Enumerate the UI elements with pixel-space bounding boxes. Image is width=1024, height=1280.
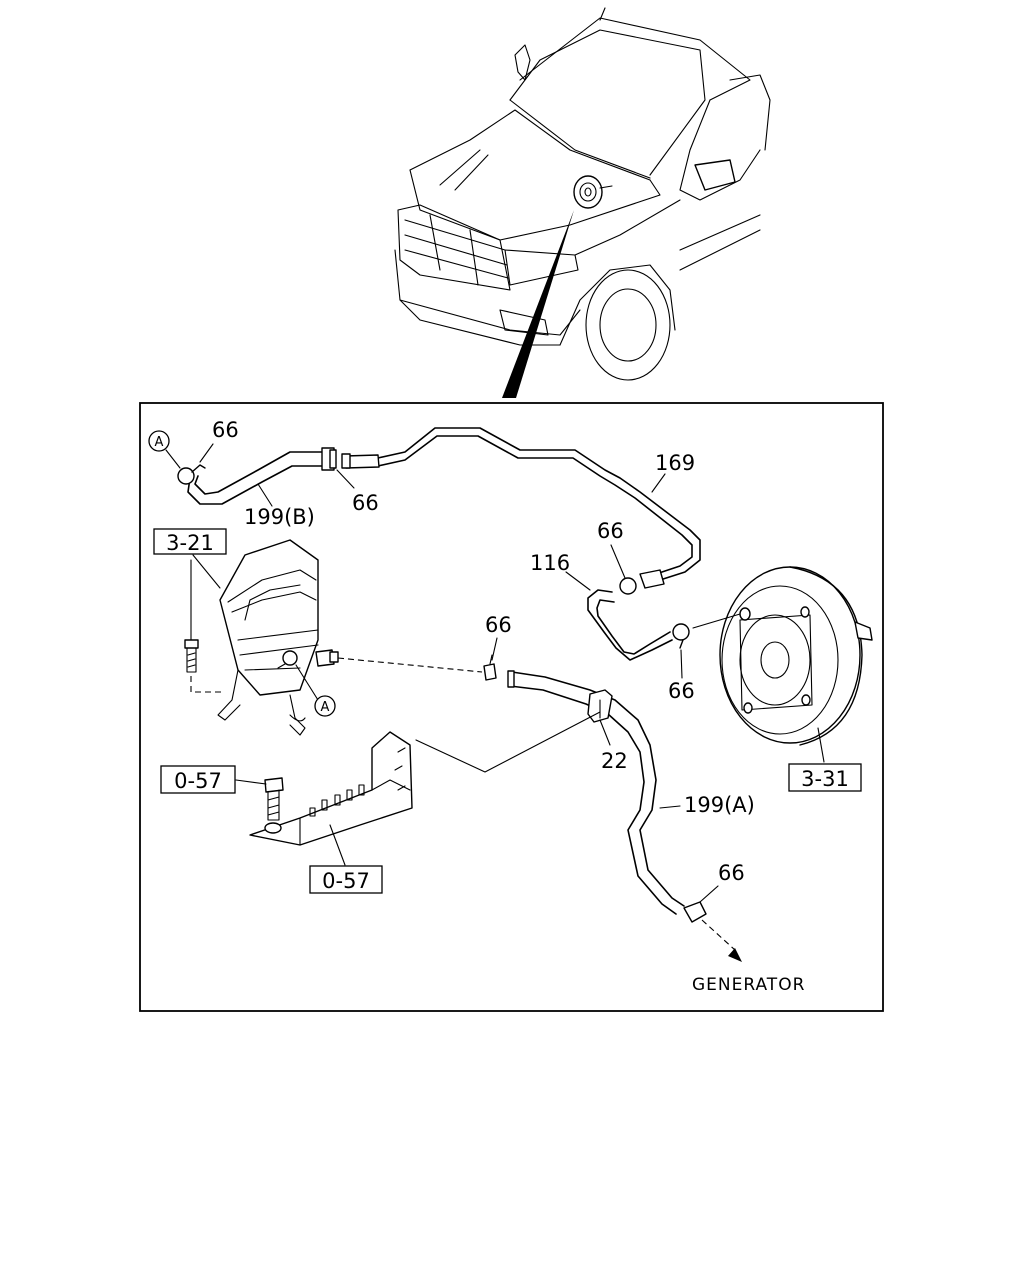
- bracket-bolt: [235, 777, 284, 834]
- callout-116: 116: [530, 551, 570, 575]
- callout-66-bottom: 66: [718, 861, 745, 885]
- callout-66-right-upper: 66: [597, 519, 624, 543]
- connection-marker-a-top: A: [148, 430, 181, 469]
- vehicle-illustration: [394, 7, 771, 398]
- ref-box-0-57-bracket: 0-57: [309, 865, 383, 894]
- ref-box-0-57-bolt: 0-57: [160, 765, 236, 794]
- callout-169: 169: [655, 451, 695, 475]
- callout-66-booster: 66: [668, 679, 695, 703]
- detail-frame: [139, 402, 884, 1012]
- callout-22: 22: [601, 749, 628, 773]
- hose-clamp-66-top-left: [177, 464, 206, 485]
- ref-0-57-bolt-label: 0-57: [174, 769, 222, 793]
- pump-bolt: [184, 559, 222, 693]
- ref-3-31-label: 3-31: [801, 767, 849, 791]
- leader-lines: [192, 443, 825, 866]
- to-generator-arrow: [728, 948, 742, 962]
- brake-booster: [692, 566, 873, 746]
- vacuum-hose-199a: [507, 670, 685, 915]
- callouts: 66 66 199(B) 169 66 116 66 66 22 199(A) …: [212, 418, 755, 885]
- connection-marker-a-pump: A: [295, 664, 336, 717]
- hose-clip-22: [587, 689, 613, 723]
- ref-3-21-label: 3-21: [166, 531, 214, 555]
- hose-clamp-66-middle: [483, 654, 497, 681]
- callout-66-connector: 66: [352, 491, 379, 515]
- marker-a-pump-label: A: [321, 700, 330, 715]
- callout-66-middle: 66: [485, 613, 512, 637]
- callout-199b: 199(B): [244, 505, 315, 529]
- location-pointer: [502, 210, 574, 398]
- ref-box-3-21: 3-21: [153, 528, 227, 555]
- ref-0-57-bracket-label: 0-57: [322, 869, 370, 893]
- mounting-bracket: [249, 711, 601, 846]
- callout-199a: 199(A): [684, 793, 755, 817]
- vacuum-hose-199b: [187, 447, 337, 505]
- vacuum-hose-116: [587, 577, 690, 661]
- hose-clamp-66-bottom: [683, 885, 742, 962]
- vacuum-pump: [217, 539, 339, 736]
- marker-a-top-label: A: [155, 435, 164, 450]
- vacuum-pipe-169: [341, 427, 701, 589]
- generator-label: GENERATOR: [692, 975, 805, 995]
- ref-box-3-31: 3-31: [788, 763, 862, 792]
- pump-to-clamp-dashed: [337, 657, 483, 673]
- callout-66-top-left: 66: [212, 418, 239, 442]
